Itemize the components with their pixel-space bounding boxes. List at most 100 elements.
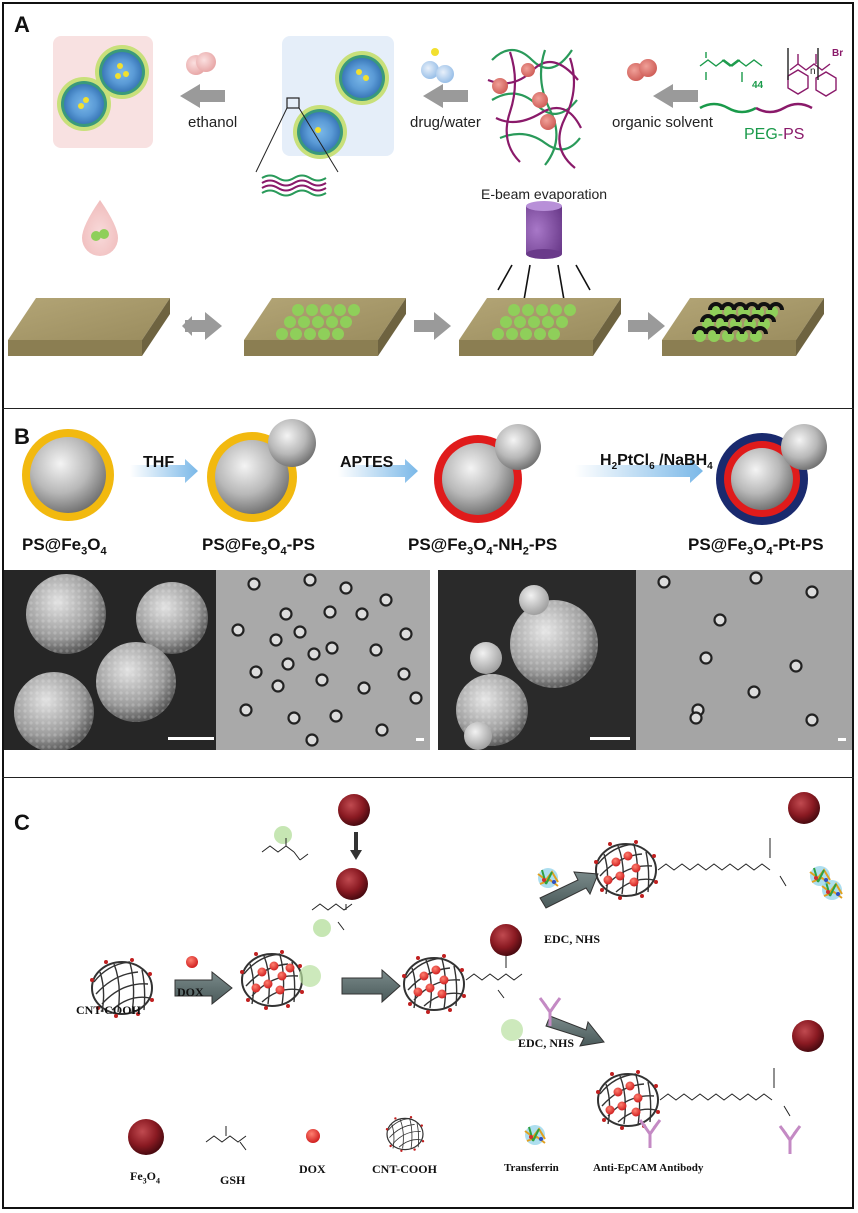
label-reagent: H2PtCl6 /NaBH4: [600, 452, 713, 472]
label-particle-2: PS@Fe3O4-PS: [202, 535, 315, 557]
particle-ps-fe3o4: [22, 429, 114, 521]
optical-bead: [747, 685, 761, 699]
label-edc-nhs-bottom: EDC, NHS: [518, 1036, 575, 1050]
optical-bead: [281, 657, 295, 671]
label-particle-1: PS@Fe3O4: [22, 535, 107, 557]
label-ebeam: E-beam evaporation: [481, 186, 608, 202]
p2e: -PS: [286, 535, 315, 554]
optical-bead: [279, 607, 293, 621]
panel-a-graphics: [8, 36, 837, 356]
green-dot-array-3: [492, 304, 576, 340]
label-aptes: APTES: [340, 454, 394, 471]
substrate-1: [8, 298, 170, 356]
optical-bead: [657, 575, 671, 589]
legend-transferrin-label: Transferrin: [504, 1162, 559, 1174]
legend-cnt-label: CNT-COOH: [372, 1162, 437, 1176]
reagent-sub6: 6: [649, 461, 655, 473]
substrate-2: [244, 298, 406, 356]
label-peg: PEG: [744, 126, 778, 143]
optical-bead: [271, 679, 285, 693]
optical-bead: [303, 573, 317, 587]
optical-bead: [293, 625, 307, 639]
p1a: PS@Fe: [22, 535, 82, 554]
reagent-nabh: /NaBH: [654, 452, 708, 469]
optical-bead: [397, 667, 411, 681]
optical-bead: [315, 673, 329, 687]
optical-bead: [379, 593, 393, 607]
optical-bead: [239, 703, 253, 717]
optical-bead: [249, 665, 263, 679]
legend-fe3o4-label: Fe3O4: [130, 1169, 160, 1185]
panel-b-graphics: [22, 419, 827, 525]
sem-image-1: [4, 570, 216, 750]
p2c: O: [267, 535, 281, 554]
optical-bead: [689, 711, 703, 725]
optical-image-2: [636, 570, 852, 750]
chem-br: Br: [832, 48, 844, 59]
optical-bead: [713, 613, 727, 627]
optical-bead: [789, 659, 803, 673]
separator-bc: [2, 777, 854, 778]
optical-bead: [749, 571, 763, 585]
reagent-sub2: 2: [611, 461, 618, 473]
p3g: -PS: [528, 535, 558, 554]
optical-bead: [805, 713, 819, 727]
reagent-ptcl: PtCl: [617, 452, 650, 469]
optical-bead: [699, 651, 713, 665]
optical-bead: [329, 709, 343, 723]
p1d: 4: [100, 545, 107, 558]
p3a: PS@Fe: [408, 535, 468, 554]
optical-bead: [269, 633, 283, 647]
optical-bead: [357, 681, 371, 695]
scale-bar: [838, 738, 846, 741]
optical-bead: [375, 723, 389, 737]
p3c: O: [473, 535, 487, 554]
legend-gsh-structure: [205, 1126, 247, 1151]
p4e: -Pt-PS: [772, 535, 824, 554]
chem-n: n: [810, 66, 816, 77]
particle-ps-fe3o4-ps: [207, 419, 316, 522]
optical-image-1: [216, 570, 430, 750]
p1b: 3: [81, 545, 88, 558]
particle-ps-fe3o4-nh2-ps: [434, 424, 541, 523]
p1c: O: [87, 535, 101, 554]
optical-bead: [307, 647, 321, 661]
p2b: 3: [261, 545, 268, 558]
legend-cnt-swatch: [385, 1115, 425, 1153]
scale-bar: [416, 738, 424, 741]
reagent-h: H: [600, 452, 612, 469]
p3b: 3: [467, 545, 474, 558]
p4d: 4: [766, 545, 773, 558]
p4b: 3: [747, 545, 754, 558]
label-ethanol: ethanol: [188, 114, 238, 131]
legend-antibody-label: Anti-EpCAM Antibody: [593, 1162, 704, 1174]
panel-c-letter: C: [14, 810, 30, 835]
panel-a-letter: A: [14, 12, 30, 37]
legend-dox-swatch: [306, 1129, 320, 1143]
lf3: O: [146, 1169, 156, 1183]
label-dox: DOX: [177, 985, 204, 999]
legend-antibody-swatch: [638, 1118, 662, 1150]
label-peg-ps: PEG-PS: [744, 126, 804, 144]
chem-44: 44: [752, 80, 764, 91]
peg-ps-structure: [699, 48, 837, 97]
optical-bead: [339, 581, 353, 595]
label-organic-solvent: organic solvent: [612, 114, 713, 131]
particle-ps-fe3o4-pt-ps: [716, 424, 827, 525]
p3e: -NH: [492, 535, 523, 554]
label-dash: -: [777, 126, 784, 143]
lf1: Fe: [130, 1169, 143, 1183]
sem-image-2: [438, 570, 636, 750]
p2a: PS@Fe: [202, 535, 262, 554]
p3d: 4: [486, 545, 493, 558]
optical-bead: [805, 585, 819, 599]
p4a: PS@Fe: [688, 535, 748, 554]
legend-dox-label: DOX: [299, 1162, 326, 1176]
vesicle-box-drug: [282, 36, 394, 159]
separator-ab: [2, 408, 854, 409]
legend-fe3o4-swatch: [128, 1119, 164, 1155]
label-particle-4: PS@Fe3O4-Pt-PS: [688, 535, 824, 557]
panel-b-letter: B: [14, 424, 30, 449]
vesicle-box-ethanol: [53, 36, 153, 148]
label-cnt-cooh: CNT-COOH: [76, 1003, 141, 1017]
